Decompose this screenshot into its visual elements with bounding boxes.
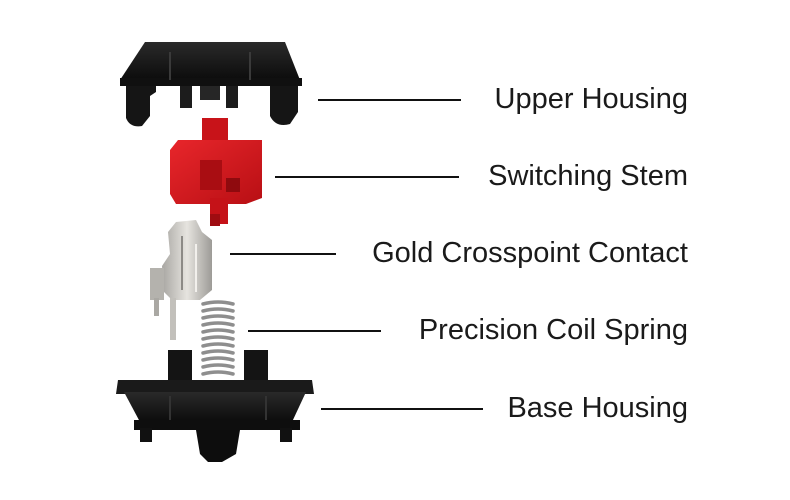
label-upper-housing: Upper Housing xyxy=(494,83,688,115)
leader-line-upper-housing xyxy=(318,99,461,101)
base-housing-icon xyxy=(116,350,314,462)
label-base-housing: Base Housing xyxy=(507,392,688,424)
leader-line-coil-spring xyxy=(248,330,381,332)
label-gold-contact: Gold Crosspoint Contact xyxy=(372,237,688,269)
switching-stem-icon xyxy=(170,118,262,226)
leader-line-gold-contact xyxy=(230,253,336,255)
leader-line-base-housing xyxy=(321,408,483,410)
label-switching-stem: Switching Stem xyxy=(488,160,688,192)
gold-contact-icon xyxy=(150,220,212,340)
leader-line-switching-stem xyxy=(275,176,459,178)
coil-spring-icon xyxy=(201,300,235,376)
upper-housing-icon xyxy=(120,42,302,127)
label-coil-spring: Precision Coil Spring xyxy=(418,314,688,346)
